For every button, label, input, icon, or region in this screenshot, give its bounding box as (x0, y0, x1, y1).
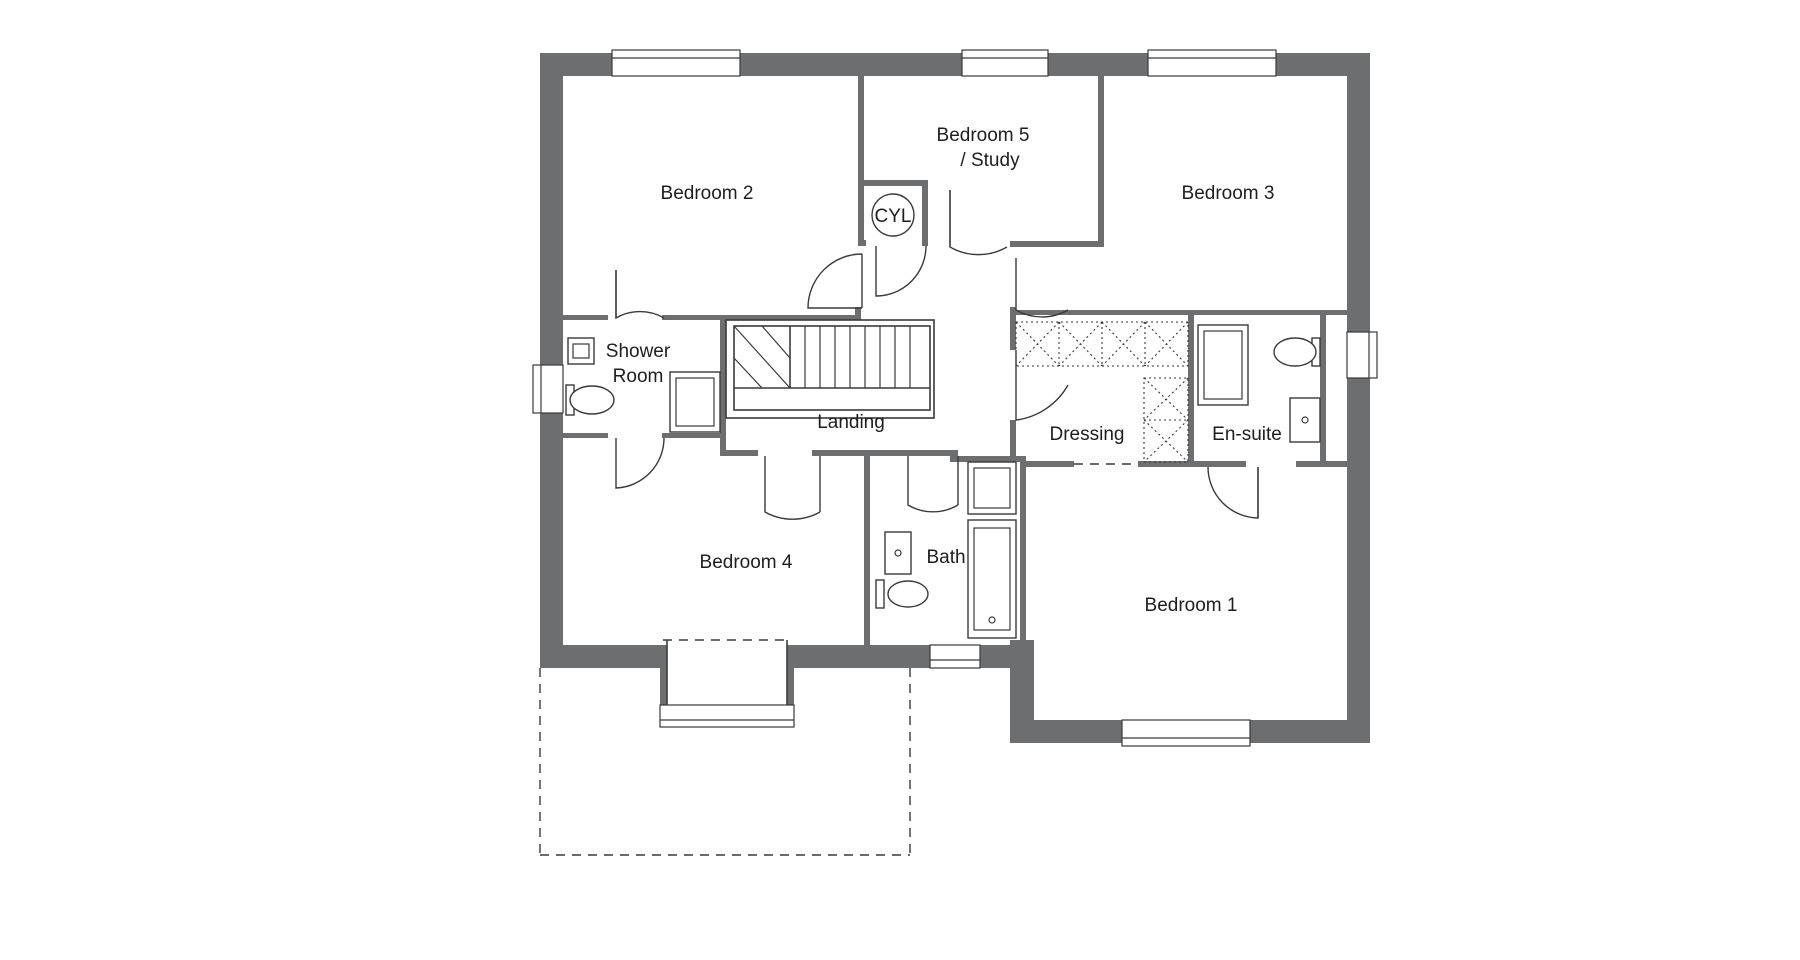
shower-basin (567, 337, 595, 365)
shower-wc-bowl (569, 385, 615, 415)
cylinder-circle (871, 193, 915, 237)
bath-cupboard (967, 461, 1017, 515)
label-bedroom-1: Bedroom 1 (1145, 595, 1238, 616)
bath-wc-cistern (875, 579, 885, 609)
label-shower-room-line1: Shower (606, 341, 671, 362)
internal-walls (563, 76, 1347, 646)
room-labels: Bedroom 2 Bedroom 5 / Study Bedroom 3 CY… (606, 125, 1282, 616)
ensuite-wc-bowl (1273, 337, 1317, 367)
label-bedroom-5-line2: / Study (960, 150, 1020, 171)
staircase (725, 319, 935, 419)
doors (615, 190, 1259, 520)
dashed-outline (539, 639, 911, 856)
shower-tray (669, 371, 721, 433)
bathtub (967, 519, 1017, 639)
label-bath: Bath (926, 547, 965, 568)
label-bedroom-3: Bedroom 3 (1182, 183, 1275, 204)
label-landing: Landing (817, 412, 885, 433)
label-bedroom-5-line1: Bedroom 5 (937, 125, 1030, 146)
label-bedroom-2: Bedroom 2 (661, 183, 754, 204)
ensuite-basin (1289, 397, 1321, 443)
windows (532, 49, 1378, 747)
label-bedroom-4: Bedroom 4 (700, 552, 793, 573)
label-dressing: Dressing (1050, 424, 1125, 445)
bath-basin (884, 531, 912, 575)
bath-wc-bowl (887, 580, 929, 608)
label-shower-room-line2: Room (613, 366, 664, 387)
ensuite-shower (1197, 324, 1249, 406)
bay-outline (666, 640, 788, 705)
fixtures (565, 193, 1321, 639)
label-cylinder: CYL (875, 206, 912, 227)
label-en-suite: En-suite (1212, 424, 1282, 445)
